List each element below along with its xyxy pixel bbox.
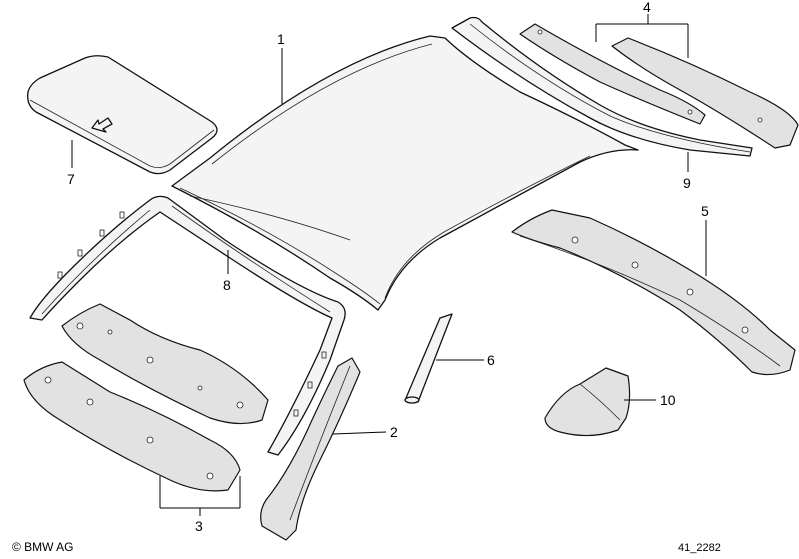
callout-6: 6 <box>487 352 495 368</box>
arrow-icon <box>91 117 113 133</box>
part-8-windscreen-frame[interactable] <box>29 195 346 456</box>
part-10-bracket[interactable] <box>544 367 631 437</box>
part-6-tube[interactable] <box>404 313 453 404</box>
callout-1: 1 <box>277 31 285 47</box>
part-2-a-pillar-reinforcement[interactable] <box>260 357 361 541</box>
part-3-front-cross-member-upper[interactable] <box>61 303 269 425</box>
callout-2: 2 <box>390 424 398 440</box>
callout-10: 10 <box>660 392 676 408</box>
part-5-roof-side-frame[interactable] <box>511 209 796 376</box>
callout-8: 8 <box>223 277 231 293</box>
callout-4: 4 <box>643 0 651 15</box>
callout-3: 3 <box>195 518 203 534</box>
part-9-rear-strip[interactable] <box>451 16 753 157</box>
part-4-rear-frame-bars[interactable] <box>519 23 799 149</box>
drawing-number: 41_2282 <box>678 542 721 554</box>
callout-9: 9 <box>683 175 691 191</box>
leader-lines <box>71 14 707 516</box>
callout-labels: 1 2 3 4 5 6 7 8 9 10 <box>67 0 709 534</box>
copyright-notice: © BMW AG <box>12 540 74 554</box>
part-3-front-cross-member-lower[interactable] <box>23 361 241 492</box>
part-7-sunroof-panel[interactable] <box>27 55 218 175</box>
part-1-roof-skin[interactable] <box>171 35 639 311</box>
callout-7: 7 <box>67 171 75 187</box>
callout-5: 5 <box>701 203 709 219</box>
